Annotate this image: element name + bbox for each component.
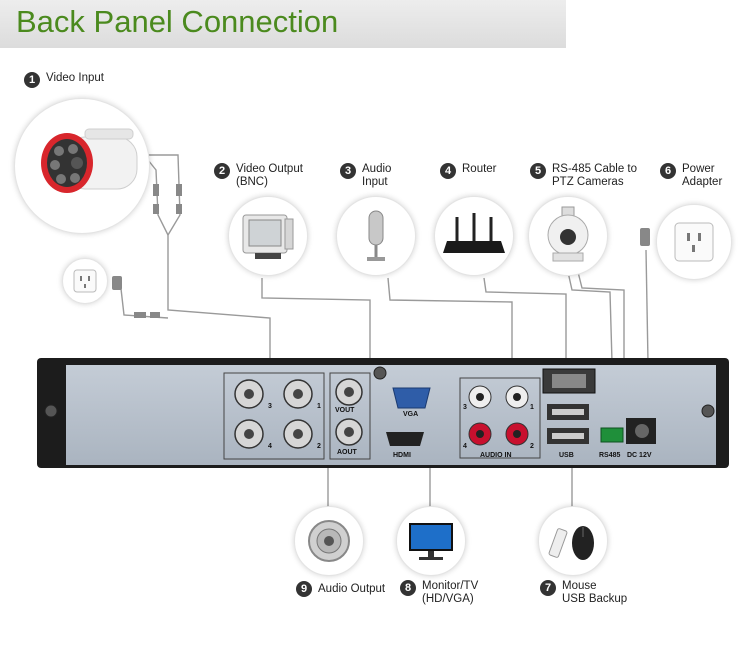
number-badge: 5 bbox=[530, 163, 546, 179]
microphone-icon bbox=[367, 210, 385, 261]
label-text: Monitor/TV (HD/VGA) bbox=[422, 580, 479, 605]
label-power-adapter: 6 Power Adapter bbox=[660, 163, 722, 189]
number-badge: 2 bbox=[214, 163, 230, 179]
usb-label: USB bbox=[559, 452, 574, 459]
cable-connector bbox=[176, 204, 182, 214]
label-router: 4 Router bbox=[440, 163, 497, 179]
title-bar bbox=[0, 0, 566, 48]
audio-in-number: 2 bbox=[530, 443, 534, 450]
bnc-number: 4 bbox=[268, 443, 272, 450]
bnc-number: 3 bbox=[268, 403, 272, 410]
label-text: RS-485 Cable to PTZ Cameras bbox=[552, 163, 638, 188]
label-audio-output: 9 Audio Output bbox=[296, 581, 385, 597]
audio-in-number: 3 bbox=[463, 404, 467, 411]
aout-label: AOUT bbox=[337, 449, 357, 456]
vout-label: VOUT bbox=[335, 407, 355, 414]
bnc-group-box bbox=[223, 372, 325, 460]
crt-monitor-icon bbox=[242, 214, 294, 259]
power-socket-icon bbox=[674, 222, 714, 262]
ptz-camera-icon bbox=[547, 206, 589, 262]
label-text: Router bbox=[462, 163, 497, 175]
audio-in-number: 4 bbox=[463, 443, 467, 450]
dvr-panel-face bbox=[66, 365, 716, 465]
number-badge: 7 bbox=[540, 580, 556, 596]
wall-socket-icon bbox=[73, 269, 97, 293]
dc-label: DC 12V bbox=[627, 452, 652, 459]
cable-connector bbox=[176, 184, 182, 196]
audio-in-box bbox=[459, 377, 541, 459]
rs485-label: RS485 bbox=[599, 452, 621, 459]
monitor-icon bbox=[409, 523, 453, 560]
mounting-screw bbox=[44, 404, 58, 418]
router-image bbox=[434, 196, 514, 276]
label-text: Audio Output bbox=[318, 582, 386, 595]
cable-connector bbox=[150, 312, 160, 318]
cable-connector bbox=[153, 184, 159, 196]
hdmi-label: HDMI bbox=[393, 452, 411, 459]
ptz-camera-image bbox=[528, 196, 608, 276]
camera-image bbox=[14, 98, 150, 234]
wall-socket-image bbox=[62, 258, 108, 304]
audio-output-image bbox=[294, 506, 364, 576]
vout-aout-box bbox=[329, 372, 371, 460]
label-audio-input: 3 Audio Input bbox=[340, 163, 391, 189]
bnc-number: 2 bbox=[317, 443, 321, 450]
label-text: Mouse USB Backup bbox=[562, 580, 628, 605]
router-icon bbox=[443, 213, 505, 253]
number-badge: 9 bbox=[296, 581, 312, 597]
number-badge: 1 bbox=[24, 72, 40, 88]
audio-in-label: AUDIO IN bbox=[480, 452, 512, 459]
power-socket-image bbox=[656, 204, 732, 280]
crt-monitor-image bbox=[228, 196, 308, 276]
monitor-image bbox=[396, 506, 466, 576]
speaker-jack-icon bbox=[308, 520, 350, 562]
usb-devices-image bbox=[538, 506, 608, 576]
label-video-input: 1 Video Input bbox=[24, 72, 104, 88]
bnc-number: 1 bbox=[317, 403, 321, 410]
camera-icon bbox=[41, 128, 138, 193]
label-video-output: 2 Video Output (BNC) bbox=[214, 163, 303, 189]
label-monitor: 8 Monitor/TV (HD/VGA) bbox=[400, 580, 478, 606]
cable-connector bbox=[134, 312, 146, 318]
label-text: Audio Input bbox=[362, 163, 392, 188]
number-badge: 4 bbox=[440, 163, 456, 179]
hdmi-port bbox=[386, 432, 424, 446]
microphone-image bbox=[336, 196, 416, 276]
label-text: Power Adapter bbox=[682, 163, 723, 188]
cable-connector bbox=[153, 204, 159, 214]
label-usb: 7 Mouse USB Backup bbox=[540, 580, 627, 606]
mouse-usb-icon bbox=[548, 526, 594, 560]
power-plug bbox=[640, 228, 650, 246]
number-badge: 3 bbox=[340, 163, 356, 179]
audio-in-number: 1 bbox=[530, 404, 534, 411]
label-text: Video Input bbox=[46, 72, 104, 84]
number-badge: 8 bbox=[400, 580, 416, 596]
label-text: Video Output (BNC) bbox=[236, 163, 303, 188]
number-badge: 6 bbox=[660, 163, 676, 179]
vga-port bbox=[392, 387, 431, 409]
vga-label: VGA bbox=[403, 411, 419, 418]
lan-port-opening bbox=[552, 374, 586, 388]
adapter-plug bbox=[112, 276, 122, 290]
mounting-screw bbox=[373, 366, 387, 380]
page-title: Back Panel Connection bbox=[16, 4, 339, 39]
mounting-screw bbox=[701, 404, 715, 418]
rs485-terminal bbox=[600, 427, 624, 443]
label-rs485: 5 RS-485 Cable to PTZ Cameras bbox=[530, 163, 637, 189]
